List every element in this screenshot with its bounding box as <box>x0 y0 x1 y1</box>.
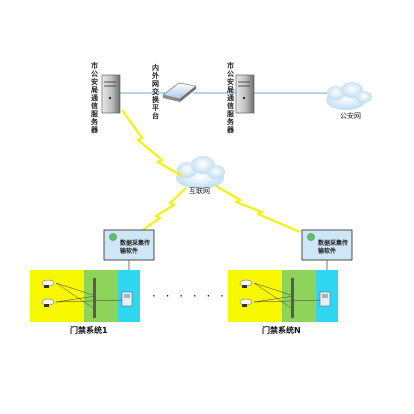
software-left-label: 数据采集传输软件 <box>120 240 151 255</box>
left-server-icon <box>101 74 121 114</box>
right-server-label: 市公安局通信服务器 <box>227 62 234 134</box>
lightning-internet-to-software-left-icon <box>139 187 187 233</box>
camera-icon <box>41 279 55 288</box>
software-icon <box>109 233 117 241</box>
software-box-right <box>301 229 353 261</box>
software-icon <box>307 233 315 241</box>
internet-cloud-icon <box>176 156 225 189</box>
lightning-internet-to-software-right-icon <box>215 185 301 234</box>
door-icon <box>121 291 133 307</box>
switch-label: 内外网交换平台 <box>152 64 159 120</box>
camera-icon <box>239 298 253 307</box>
camera-icon <box>239 279 253 288</box>
access-panel-right <box>228 270 338 322</box>
ellipsis: · · · · · · <box>152 289 227 303</box>
software-right-label: 数据采集传输软件 <box>318 240 349 255</box>
left-server-label: 市公安局通信服务器 <box>91 62 98 134</box>
camera-icon <box>41 298 55 307</box>
police-network-cloud-icon <box>326 82 372 110</box>
lightning-server-to-internet-icon <box>121 109 183 177</box>
right-server-icon <box>235 74 255 114</box>
access-panel-left <box>30 270 140 322</box>
switch-icon <box>162 82 197 102</box>
internet-label: 互联网 <box>189 187 210 195</box>
door-icon <box>319 291 331 307</box>
police-network-label: 公安网 <box>340 112 361 120</box>
system-right-label: 门禁系统N <box>262 326 301 335</box>
system-left-label: 门禁系统1 <box>70 326 108 335</box>
